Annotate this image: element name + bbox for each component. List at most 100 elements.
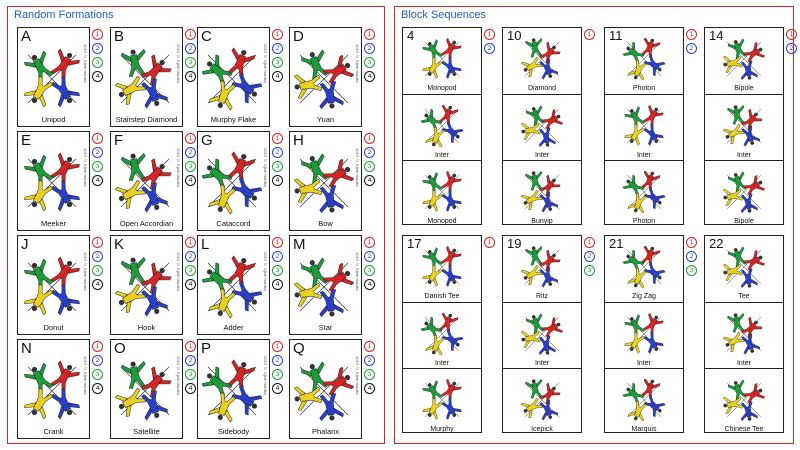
jumper-number-1: 1 xyxy=(786,29,797,40)
jumper-number-1: 1 xyxy=(92,341,103,352)
jumper-number-1: 1 xyxy=(364,237,375,248)
block-cell-diagram xyxy=(511,105,573,148)
jumper-number-legend: 1 xyxy=(584,29,596,43)
block-cell: Bipole xyxy=(705,28,783,94)
block-cell: Photon xyxy=(605,28,683,94)
formation-letter: E xyxy=(21,132,32,149)
jumper-number-1: 1 xyxy=(185,237,196,248)
formation-diagram xyxy=(114,150,175,216)
formation-name: Satellite xyxy=(133,427,160,436)
block-cell: Inter xyxy=(403,94,481,161)
formation-diagram xyxy=(201,150,263,216)
jumper-number-3: 3 xyxy=(185,161,196,172)
formation-letter: D xyxy=(293,28,304,45)
block-cell-diagram xyxy=(511,313,573,356)
copyright-text: 2013 © Kjetil Nordbo xyxy=(355,356,360,396)
block-cell-name: Zig Zag xyxy=(632,293,656,300)
copyright-text: 2013 © Kjetil Nordbo xyxy=(355,148,360,188)
jumper-number-3: 3 xyxy=(272,369,283,380)
block-cell-diagram xyxy=(511,245,573,288)
formation-letter: N xyxy=(21,340,32,357)
jumper-number-4: 4 xyxy=(364,279,375,290)
jumper-number-1: 1 xyxy=(364,133,375,144)
block-sequences-title: Block Sequences xyxy=(401,9,486,21)
formation-name: Stairstep Diamond xyxy=(115,115,178,124)
formation-letter: M xyxy=(293,236,306,253)
jumper-number-1: 1 xyxy=(185,29,196,40)
formation-letter: O xyxy=(114,340,126,357)
block-number: 14 xyxy=(709,28,724,43)
block-cell-diagram xyxy=(411,103,473,149)
block-cell: Inter xyxy=(605,302,683,369)
formation-diagram xyxy=(293,46,355,112)
formation-letter: G xyxy=(201,132,213,149)
copyright-text: 2013 © Kjetil Nordbo xyxy=(263,252,268,292)
formation-letter: F xyxy=(114,132,124,149)
jumper-number-1: 1 xyxy=(584,237,595,248)
block-cell-diagram xyxy=(613,36,675,82)
block-cell-name: Monopod xyxy=(427,218,457,225)
formation-letter: K xyxy=(114,236,125,253)
copyright-text: 2013 © Kjetil Nordbo xyxy=(176,148,181,188)
jumper-number-4: 4 xyxy=(185,383,196,394)
jumper-number-2: 2 xyxy=(686,251,697,262)
copyright-text: 2013 © Kjetil Nordbo xyxy=(83,148,88,188)
formation-name: Hook xyxy=(137,323,156,332)
jumper-number-1: 1 xyxy=(484,237,495,248)
random-formations-title: Random Formations xyxy=(14,9,114,21)
copyright-text: 2013 © Kjetil Nordbo xyxy=(176,252,181,292)
block-cell-name: Ritz xyxy=(535,293,549,300)
jumper-number-4: 4 xyxy=(364,71,375,82)
block-cell-diagram xyxy=(613,104,675,147)
copyright-text: 2013 © Kjetil Nordbo xyxy=(263,356,268,396)
block-number: 4 xyxy=(407,28,415,43)
block-cell-name: Inter xyxy=(534,360,549,367)
jumper-number-2: 2 xyxy=(364,147,375,158)
formation-name: Crank xyxy=(43,427,64,436)
jumper-number-1: 1 xyxy=(185,341,196,352)
formation-name: Open Accordian xyxy=(119,219,174,228)
jumper-number-3: 3 xyxy=(92,265,103,276)
formation-diagram xyxy=(22,46,82,112)
formation-name: Sidebody xyxy=(217,427,250,436)
copyright-text: 2013 © Kjetil Nordbo xyxy=(176,356,181,396)
block-cell: Icepick xyxy=(503,368,581,435)
block-cell: Ritz xyxy=(503,236,581,302)
jumper-number-1: 1 xyxy=(364,341,375,352)
jumper-number-2: 2 xyxy=(786,43,797,54)
jumper-number-4: 4 xyxy=(272,383,283,394)
block-cell-name: Danish Tee xyxy=(424,293,460,300)
formation-name: Unipod xyxy=(41,115,66,124)
formation-name: Yuan xyxy=(316,115,335,124)
jumper-number-2: 2 xyxy=(272,43,283,54)
jumper-number-4: 4 xyxy=(272,71,283,82)
copyright-text: 2013 © Kjetil Nordbo xyxy=(263,44,268,84)
jumper-number-3: 3 xyxy=(185,369,196,380)
formation-name: Phalanx xyxy=(311,427,340,436)
formation-diagram xyxy=(201,254,263,320)
block-number: 22 xyxy=(709,236,724,251)
jumper-number-1: 1 xyxy=(92,237,103,248)
